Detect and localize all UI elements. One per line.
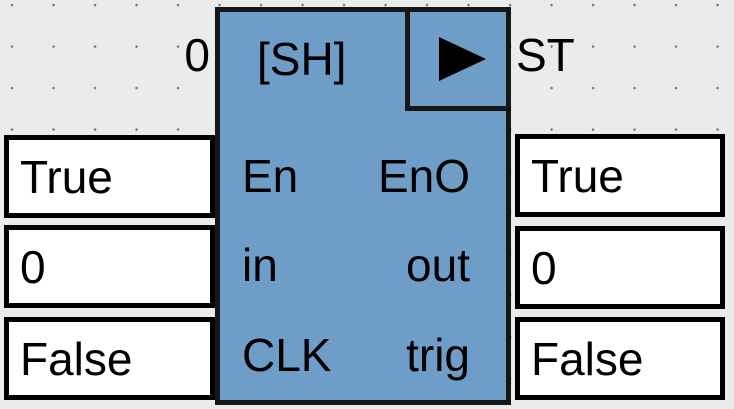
block-type-label: [SH] bbox=[257, 32, 347, 85]
execution-order-label: 0 bbox=[184, 28, 210, 81]
input-value-box-clk[interactable]: False bbox=[4, 317, 215, 400]
output-value-eno: True bbox=[531, 149, 624, 202]
output-pin-label-out: out bbox=[406, 238, 470, 291]
output-value-out: 0 bbox=[531, 241, 557, 294]
output-pin-label-trig: trig bbox=[406, 328, 470, 381]
output-pin-label-eno: EnO bbox=[377, 149, 470, 202]
input-pin-label-clk: CLK bbox=[242, 328, 332, 381]
input-pin-label-in: in bbox=[242, 238, 278, 291]
input-pin-label-en: En bbox=[242, 149, 299, 202]
output-value-box-out[interactable]: 0 bbox=[515, 226, 725, 309]
play-icon bbox=[438, 37, 486, 81]
debug-play-button[interactable] bbox=[405, 7, 511, 111]
function-block[interactable]: [SH] En in CLK EnO out trig bbox=[215, 7, 511, 405]
input-value-in: 0 bbox=[20, 240, 46, 293]
output-value-box-trig[interactable]: False bbox=[515, 317, 725, 400]
input-value-box-en[interactable]: True bbox=[4, 135, 215, 218]
input-value-box-in[interactable]: 0 bbox=[4, 225, 215, 308]
output-value-trig: False bbox=[531, 332, 644, 385]
input-value-en: True bbox=[20, 150, 113, 203]
output-value-box-eno[interactable]: True bbox=[515, 134, 725, 217]
instance-name-label: ST bbox=[516, 28, 575, 81]
input-value-clk: False bbox=[20, 332, 133, 385]
